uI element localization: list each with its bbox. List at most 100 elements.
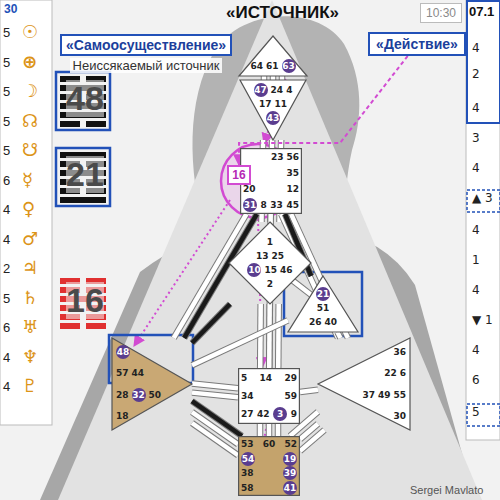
line-number: 4 — [472, 284, 480, 297]
planet-symbol: ♇ — [22, 376, 38, 396]
gate-number: 2 — [267, 277, 273, 291]
channel-line — [337, 332, 340, 338]
gate-number: 20 — [243, 182, 256, 196]
gate-number: 1 — [267, 235, 273, 249]
gate-number: 18 — [116, 409, 129, 423]
planet-symbol: ☽ — [22, 81, 38, 101]
gate-number: 37 — [362, 388, 375, 402]
channel-outline — [192, 423, 238, 455]
hexagram — [60, 278, 106, 329]
gate-number: 55 — [393, 388, 406, 402]
line-number: 3 — [472, 132, 480, 145]
gate-row: 536052 — [241, 437, 297, 451]
gate-number: 45 — [286, 198, 299, 212]
gate-row: 1 — [229, 235, 311, 249]
center-outline — [112, 338, 192, 430]
channel-outline — [275, 424, 282, 436]
channel-group — [262, 140, 263, 148]
gate-number: 52 — [284, 437, 297, 451]
gate-number: 57 — [116, 366, 129, 380]
gate-number: 14 — [260, 371, 273, 385]
channel-group — [192, 304, 230, 343]
planet-symbol: ♅ — [22, 317, 38, 337]
panel-number: 30 — [4, 3, 17, 16]
planet-symbol: ⊕ — [22, 52, 37, 72]
center-outline — [239, 437, 300, 496]
gate-row: 47244 — [240, 83, 306, 97]
gate-grid: 23563520123183345 — [240, 148, 302, 214]
watermark: Sergei Mavlato — [410, 484, 483, 496]
head-center: 646163 — [239, 36, 307, 76]
gate-number: 9 — [291, 407, 297, 421]
gate-number: 22 — [384, 366, 397, 380]
channel-group — [260, 424, 261, 436]
active-gate: 3 — [273, 407, 287, 421]
channel-outline — [300, 390, 318, 392]
hexagram — [60, 76, 106, 127]
gate-row: 36 — [318, 345, 406, 359]
heart-center: 21512640 — [288, 276, 358, 332]
gate-number: 15 — [264, 263, 277, 277]
panel-frame — [467, 190, 500, 212]
g-center: 113251015462 — [229, 222, 311, 304]
gate-number: 58 — [241, 481, 254, 495]
gate-row: 283250 — [116, 388, 192, 402]
planet-symbol: ☉ — [22, 22, 38, 42]
callout-box: «Действие» — [368, 32, 466, 56]
throat-center: 2356352012318334516 — [240, 148, 302, 214]
gate-row: 374955 — [318, 388, 406, 402]
channel-line — [192, 393, 238, 398]
gate-row: 48 — [116, 345, 192, 359]
line-number: 4 — [472, 162, 480, 175]
gate-row: 2640 — [288, 315, 358, 329]
gate-grid: 113251015462 — [229, 222, 311, 304]
gate-number: 27 — [241, 407, 254, 421]
channel-line — [267, 424, 272, 436]
channel-line — [276, 304, 281, 368]
planet-symbol: ☿ — [22, 170, 33, 190]
gate-grid: 21512640 — [288, 276, 358, 332]
channel-outline — [192, 320, 288, 365]
channel-group — [174, 214, 247, 338]
gate-number: 29 — [284, 371, 297, 385]
gate-number: 11 — [275, 97, 288, 111]
gate-number: 46 — [280, 263, 293, 277]
gate-number: 51 — [317, 301, 330, 315]
channel-outline — [192, 304, 230, 343]
center-outline — [288, 276, 358, 332]
channel-line — [258, 424, 263, 436]
line-number: 5 — [3, 144, 10, 158]
channel-line — [192, 304, 230, 343]
channel-outline — [266, 304, 273, 368]
gate-number: 17 — [259, 97, 272, 111]
gate-number: 33 — [270, 198, 283, 212]
highlight-frame — [56, 148, 110, 206]
gate-number: 35 — [286, 166, 299, 180]
hexagram-number: 48 — [66, 80, 104, 117]
gate-grid: 646163 — [239, 36, 307, 76]
active-gate: 48 — [116, 345, 130, 359]
center-outline — [229, 222, 311, 304]
line-number: 4 — [472, 42, 480, 55]
center-outline — [239, 369, 300, 424]
channel-outline — [192, 384, 238, 389]
time-box: 10:30 — [420, 3, 462, 23]
line-number: 2 — [472, 68, 480, 81]
node-text: «Действие» — [376, 36, 458, 52]
gate-row: 35 — [243, 166, 299, 180]
channel-line — [267, 304, 272, 368]
channel-group — [269, 304, 270, 368]
active-gate: 63 — [282, 59, 296, 73]
line-number: 6 — [3, 174, 10, 188]
gate-number: 8 — [261, 198, 267, 212]
root-center: 536052541938395841 — [238, 436, 300, 496]
highlight-frame — [56, 72, 110, 130]
gate-number: 6 — [400, 366, 406, 380]
gate-row: 51429 — [241, 371, 297, 385]
gate-row: 1325 — [229, 249, 311, 263]
channel-group — [337, 332, 340, 338]
gate-row: 5841 — [241, 481, 297, 495]
hexagram — [60, 152, 106, 203]
gate-row: 2012 — [243, 182, 299, 196]
line-number: 5 — [3, 85, 10, 99]
